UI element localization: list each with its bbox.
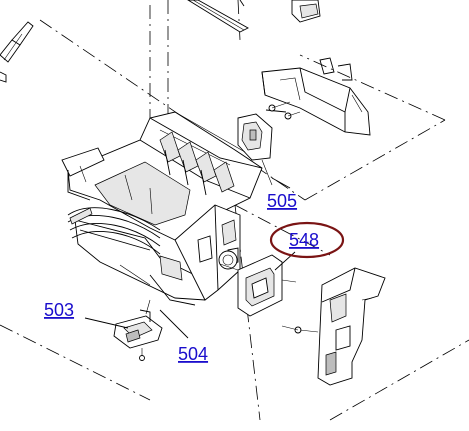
top-shaft-parts bbox=[187, 0, 321, 33]
callout-505-link[interactable]: 505 bbox=[267, 191, 297, 211]
callout-503-link[interactable]: 503 bbox=[44, 300, 74, 320]
reference-outlines bbox=[0, 0, 469, 421]
main-frame-part bbox=[61, 111, 263, 306]
bracket-fragment-top-left bbox=[0, 21, 34, 83]
callout-548-link[interactable]: 548 bbox=[289, 230, 319, 250]
callout-548-highlight-ring bbox=[269, 221, 345, 259]
right-side-plate-part bbox=[281, 267, 386, 386]
sensor-board-part bbox=[237, 101, 301, 186]
clip-part bbox=[113, 299, 163, 361]
right-cover-part bbox=[261, 57, 371, 136]
gasket-plate-part bbox=[219, 254, 297, 317]
callout-504-link[interactable]: 504 bbox=[178, 344, 208, 364]
